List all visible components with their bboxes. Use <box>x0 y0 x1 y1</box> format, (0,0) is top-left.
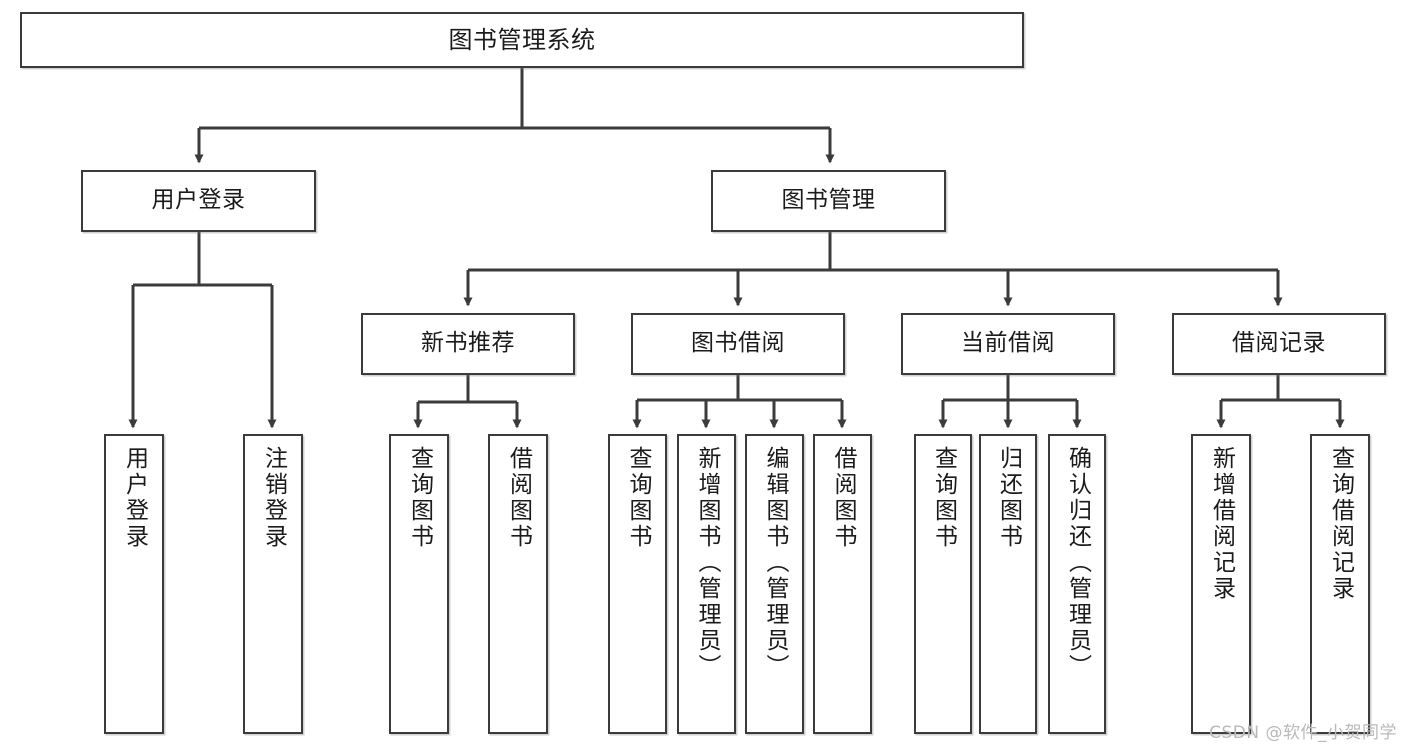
node-user-login[interactable]: 用户登录 <box>81 170 316 232</box>
node-label: 用户登录 <box>121 446 148 550</box>
node-label: 图书管理系统 <box>448 25 596 54</box>
node-leaf-confirm-return-admin[interactable]: 确认归还（管理员） <box>1048 434 1106 734</box>
node-label: 查询图书 <box>406 446 433 550</box>
node-leaf-add-borrow-record[interactable]: 新增借阅记录 <box>1191 434 1251 734</box>
node-label: 借阅图书 <box>830 446 856 550</box>
node-leaf-query-borrow-record[interactable]: 查询借阅记录 <box>1310 434 1370 734</box>
node-leaf-borrow-books[interactable]: 借阅图书 <box>813 434 872 734</box>
node-book-borrowing[interactable]: 图书借阅 <box>631 313 845 375</box>
node-leaf-user-login[interactable]: 用户登录 <box>104 434 164 734</box>
node-label: 新书推荐 <box>421 330 515 357</box>
node-leaf-query-books-newbook[interactable]: 查询图书 <box>389 434 449 734</box>
node-label: 注销登录 <box>260 446 287 550</box>
node-leaf-query-books-current[interactable]: 查询图书 <box>914 434 972 734</box>
node-label: 用户登录 <box>151 187 246 214</box>
node-new-book-recommendation[interactable]: 新书推荐 <box>361 313 575 375</box>
node-label: 图书管理 <box>781 187 876 214</box>
node-label: 查询图书 <box>625 446 651 550</box>
node-label: 借阅图书 <box>505 446 532 550</box>
node-leaf-return-books[interactable]: 归还图书 <box>979 434 1037 734</box>
node-label: 当前借阅 <box>961 330 1055 357</box>
node-leaf-query-books-borrow[interactable]: 查询图书 <box>608 434 667 734</box>
node-leaf-add-book-admin[interactable]: 新增图书（管理员） <box>677 434 736 734</box>
node-current-borrowing[interactable]: 当前借阅 <box>901 313 1115 375</box>
node-leaf-borrow-books-newbook[interactable]: 借阅图书 <box>488 434 548 734</box>
node-root-book-management-system[interactable]: 图书管理系统 <box>20 12 1024 68</box>
node-label: 查询图书 <box>930 446 957 550</box>
node-book-management[interactable]: 图书管理 <box>711 170 946 232</box>
node-label: 编辑图书（管理员） <box>762 446 788 680</box>
node-label: 借阅记录 <box>1232 330 1326 357</box>
node-label: 查询借阅记录 <box>1327 446 1354 602</box>
node-borrow-records[interactable]: 借阅记录 <box>1172 313 1386 375</box>
node-leaf-logout[interactable]: 注销登录 <box>243 434 303 734</box>
node-label: 新增借阅记录 <box>1208 446 1235 602</box>
node-label: 图书借阅 <box>691 330 785 357</box>
node-leaf-edit-book-admin[interactable]: 编辑图书（管理员） <box>745 434 804 734</box>
node-label: 确认归还（管理员） <box>1064 446 1091 680</box>
watermark-text: CSDN @软件_小贺同学 <box>1209 723 1397 743</box>
node-label: 新增图书（管理员） <box>694 446 720 680</box>
node-label: 归还图书 <box>995 446 1022 550</box>
